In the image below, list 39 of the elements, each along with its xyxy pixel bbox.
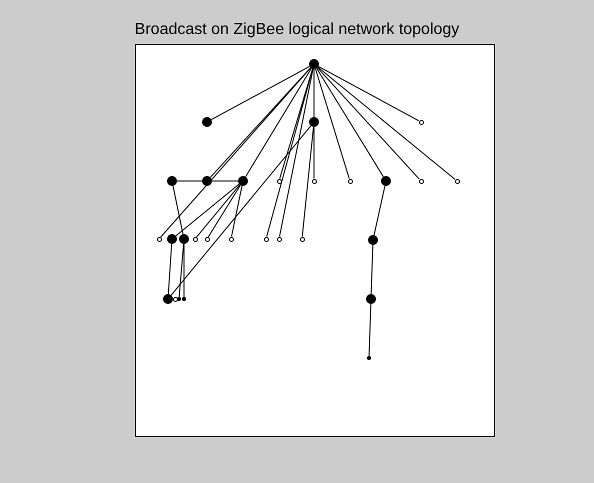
chart-title: Broadcast on ZigBee logical network topology [134,20,460,40]
node-ring [454,178,460,184]
link-line [317,66,456,180]
link-line [210,66,310,120]
node-ring [276,236,282,242]
link-line [176,180,202,182]
link-line [178,243,184,298]
link-line [245,68,312,178]
node-ring [348,178,352,184]
link-line [266,68,314,238]
link-line [170,125,312,296]
link-line [318,66,420,122]
node-ring [228,236,234,242]
link-line [279,68,314,180]
node-ring [156,236,162,242]
link-line [302,126,314,238]
node-ring [264,236,268,242]
link-line [374,185,386,236]
link-line [160,67,312,238]
node-ring [418,120,424,124]
link-line [172,185,184,235]
link-line [212,180,238,182]
link-line [168,244,172,294]
node-ring [300,236,304,242]
link-line [370,244,374,294]
link-line [316,68,384,178]
link-line [231,185,242,238]
node-ring [204,236,210,242]
node-ring [418,178,424,184]
link-line [196,184,240,238]
link-line [175,184,240,236]
link-line [208,184,241,238]
node-ring [312,178,316,184]
link-line [314,68,350,180]
node-ring [276,178,282,184]
link-line [316,67,420,180]
link-line [368,304,372,356]
link-line [279,68,314,238]
node-ring [192,236,198,242]
